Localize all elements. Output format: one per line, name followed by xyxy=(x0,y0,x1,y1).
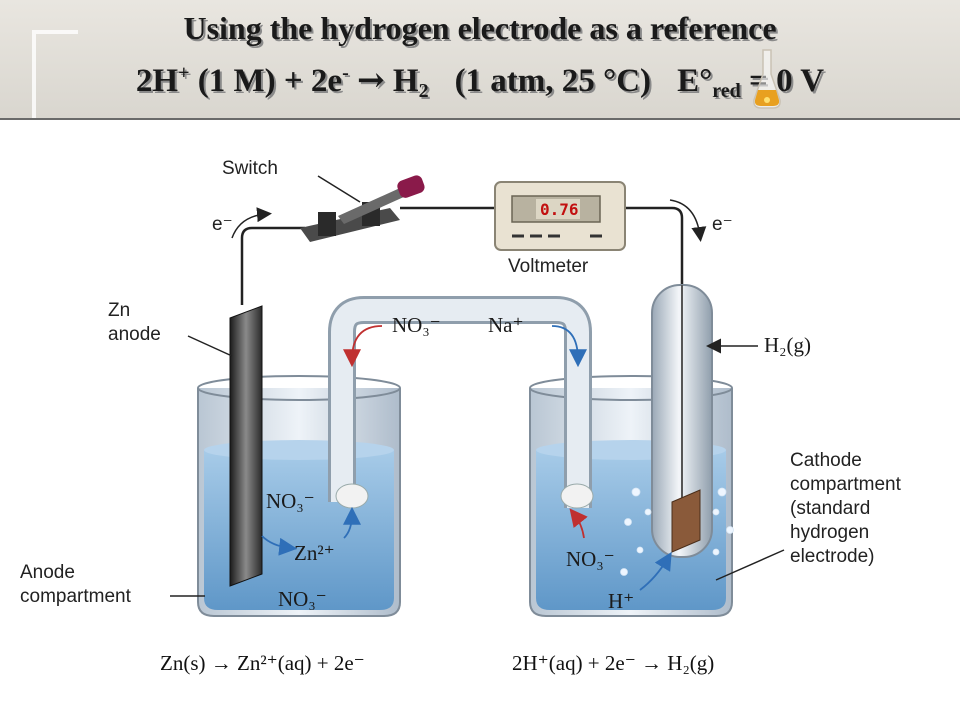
eq-minus-sup: - xyxy=(342,62,349,84)
cathode-nitrate-arrow xyxy=(569,508,588,539)
header-decoration xyxy=(32,30,78,118)
eq-h: H xyxy=(384,63,419,99)
eq-part2: (1 M) + 2e xyxy=(189,63,343,99)
cathode-hydrogen-arrow xyxy=(639,551,672,591)
eq-deg: ° xyxy=(699,63,713,99)
external-circuit xyxy=(240,206,684,305)
reference-equation: 2H+ (1 M) + 2e- → H2(1 atm, 25 °C)E°red … xyxy=(0,60,960,103)
switch-leader xyxy=(317,175,361,203)
hydrogen-bubbles xyxy=(620,487,734,576)
voltmeter-reading: 0.76 xyxy=(540,200,579,219)
cathode-nitrate: NO₃⁻ xyxy=(566,547,615,571)
cathode-comp-line4: hydrogen xyxy=(790,522,869,543)
anode-zinc-arrow xyxy=(261,535,298,556)
electron-arrow-right xyxy=(669,199,707,242)
cathode-hydrogen-ion: H⁺ xyxy=(608,589,634,613)
h2-gas-label: H₂(g) xyxy=(764,333,811,357)
anode-nitrate-bottom: NO₃⁻ xyxy=(278,587,327,611)
eq-2sub: 2 xyxy=(418,80,429,102)
slide-header: Using the hydrogen electrode as a refere… xyxy=(0,0,960,120)
cathode-comp-line2: compartment xyxy=(790,474,902,495)
bridge-arrow-nitrate xyxy=(343,325,383,368)
anode-comp-line1: Anode xyxy=(20,562,75,583)
cathode-comp-line1: Cathode xyxy=(790,450,862,471)
eq-2h: 2H xyxy=(135,63,179,99)
anode-nitrate-arrow xyxy=(342,506,361,539)
voltmeter-label: Voltmeter xyxy=(508,256,589,277)
salt-bridge xyxy=(328,296,594,509)
eq-plus-sup: + xyxy=(178,62,190,84)
bridge-arrow-sodium xyxy=(551,325,587,368)
electron-label-right: e⁻ xyxy=(712,214,733,235)
zn-label-line1: Zn xyxy=(108,300,130,321)
slide-title: Using the hydrogen electrode as a refere… xyxy=(183,10,777,46)
flask-icon xyxy=(753,49,781,109)
cathode-comp-line5: electrode) xyxy=(790,546,875,567)
hydrogen-electrode xyxy=(651,284,713,558)
cathode-comp-leader xyxy=(715,549,785,581)
eq-e: E xyxy=(677,63,700,99)
anode-zinc-ion: Zn²⁺ xyxy=(294,541,335,565)
cathode-half-reaction: 2H⁺(aq) + 2e⁻ → H₂(g) xyxy=(512,651,714,675)
zn-label-line2: anode xyxy=(108,324,161,345)
anode-comp-line2: compartment xyxy=(20,586,132,607)
eq-arrow: → xyxy=(356,60,385,99)
electrochemical-cell-diagram: Switch 0.76 Voltmeter e⁻ e⁻ NO₃⁻ Na⁺ xyxy=(20,158,902,675)
zn-leader xyxy=(187,335,233,357)
anode-nitrate-top: NO₃⁻ xyxy=(266,489,315,513)
bridge-sodium-label: Na⁺ xyxy=(488,313,524,337)
electron-label-left: e⁻ xyxy=(212,214,233,235)
zn-anode xyxy=(229,305,263,587)
switch-label: Switch xyxy=(222,158,278,179)
switch xyxy=(300,175,425,242)
cathode-comp-line3: (standard xyxy=(790,498,870,519)
anode-half-reaction: Zn(s) → Zn²⁺(aq) + 2e⁻ xyxy=(160,651,365,675)
eq-red-sub: red xyxy=(712,80,741,102)
eq-conditions: (1 atm, 25 °C) xyxy=(454,63,652,99)
electron-arrow-left xyxy=(231,207,272,239)
voltmeter xyxy=(494,181,626,251)
bridge-nitrate-label: NO₃⁻ xyxy=(392,313,441,337)
